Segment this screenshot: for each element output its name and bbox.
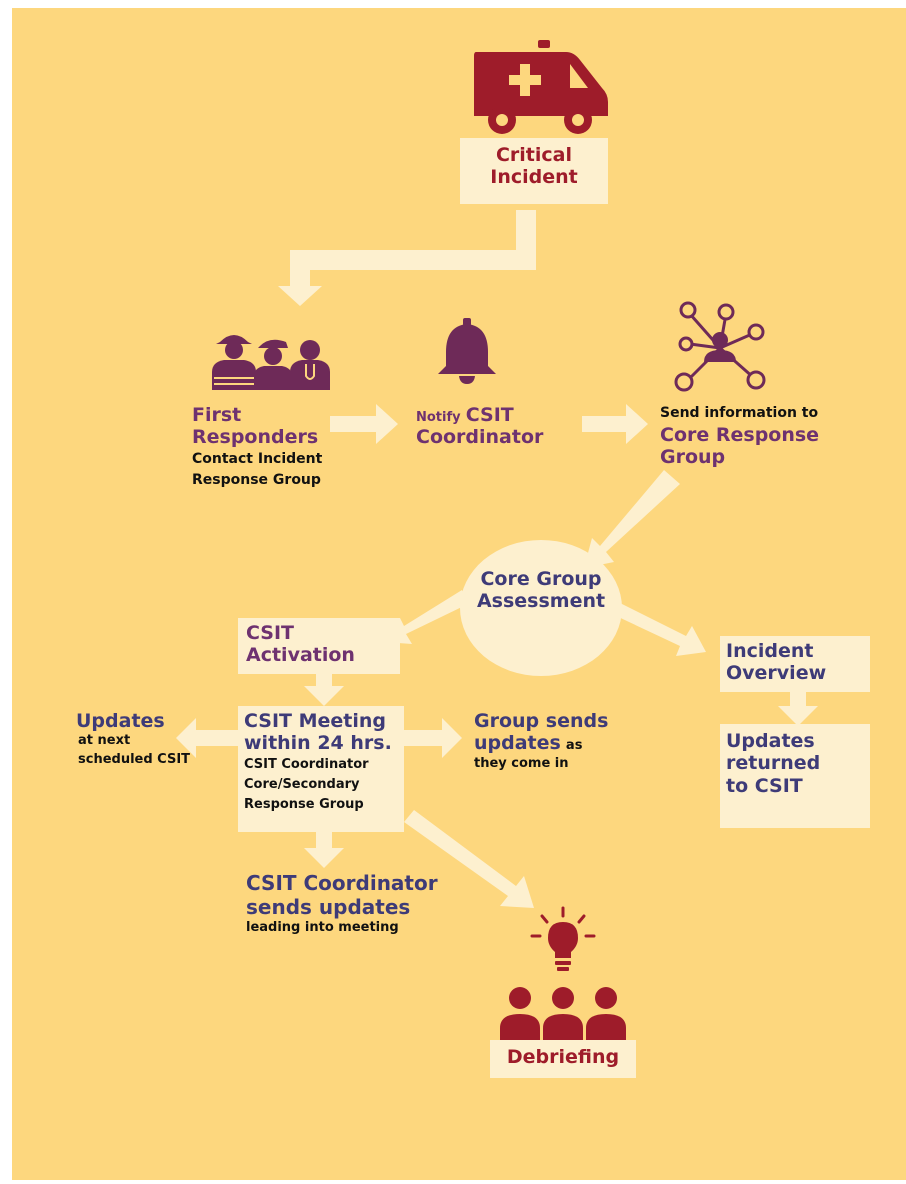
notify-node: Notify CSIT Coordinator <box>416 404 586 449</box>
assessment-circle: Core Group Assessment <box>460 540 622 676</box>
notify-title2: Coordinator <box>416 426 544 449</box>
meeting-sub1: CSIT Coordinator <box>244 756 369 772</box>
returned-line3: to CSIT <box>726 774 803 797</box>
csit-meeting-box: CSIT Meeting within 24 hrs. CSIT Coordin… <box>238 706 404 832</box>
critical-incident-line2: Incident <box>490 166 578 189</box>
meeting-title1: CSIT Meeting <box>244 710 387 732</box>
group-sends-sub1: as <box>565 738 583 754</box>
arrow-meeting-to-updates-next <box>176 718 238 758</box>
first-responders-sub1: Contact Incident <box>192 450 323 467</box>
first-responders-title1: First <box>192 404 242 426</box>
send-info-title1: Core Response <box>660 423 820 446</box>
arrow-overview-to-returned <box>778 692 818 726</box>
lightbulb-icon <box>530 906 596 971</box>
meeting-title2: within 24 hrs. <box>244 732 392 755</box>
arrow-responders-to-notify <box>330 404 398 444</box>
first-responders-title2: Responders <box>192 426 319 449</box>
arrow-incident-to-responders <box>278 210 536 306</box>
activation-line1: CSIT <box>246 622 295 644</box>
arrow-meeting-to-debriefing <box>404 810 534 908</box>
group-sends-node: Group sends updates as they come in <box>474 710 654 774</box>
send-info-title2: Group <box>660 446 726 468</box>
arrow-meeting-to-coordinator <box>304 832 344 868</box>
bell-icon <box>438 318 496 384</box>
meeting-sub2: Core/Secondary <box>244 776 360 792</box>
network-person-icon <box>674 301 766 392</box>
first-responders-icon <box>212 335 330 390</box>
updates-returned-box: Updates returned to CSIT <box>720 724 870 828</box>
people-group-icon <box>500 987 626 1046</box>
arrow-assessment-to-overview <box>612 602 706 656</box>
debriefing-label: Debriefing <box>506 1046 620 1068</box>
arrow-send-to-assessment <box>584 470 680 568</box>
assessment-line1: Core Group <box>480 568 602 590</box>
coordinator-sends-node: CSIT Coordinator sends updates leading i… <box>246 871 466 938</box>
updates-next-sub2: scheduled CSIT <box>78 752 191 768</box>
debriefing-box: Debriefing <box>490 1040 636 1078</box>
send-info-node: Send information to Core Response Group <box>660 404 860 468</box>
arrow-notify-to-send <box>582 404 648 444</box>
first-responders-sub2: Response Group <box>192 471 321 488</box>
notify-title1: CSIT <box>465 404 514 426</box>
arrow-activation-to-meeting <box>304 672 344 706</box>
updates-next-node: Updates at next scheduled CSIT <box>76 710 216 770</box>
csit-activation-box: CSIT Activation <box>238 618 400 674</box>
arrow-meeting-to-group-sends <box>404 718 462 758</box>
group-sends-title1: Group sends <box>474 710 609 732</box>
group-sends-sub2: they come in <box>474 755 569 771</box>
critical-incident-box: Critical Incident <box>460 138 608 204</box>
updates-next-title: Updates <box>76 710 165 732</box>
coordinator-sends-title2: sends updates <box>246 894 411 919</box>
first-responders-node: First Responders Contact Incident Respon… <box>192 404 362 491</box>
send-info-sub: Send information to <box>660 405 819 421</box>
ambulance-icon <box>474 40 608 134</box>
updates-next-sub1: at next <box>78 733 131 749</box>
assessment-line2: Assessment <box>476 590 606 613</box>
notify-prefix: Notify <box>416 410 461 425</box>
overview-line2: Overview <box>726 662 827 685</box>
meeting-sub3: Response Group <box>244 797 364 813</box>
arrow-assessment-to-activation <box>384 590 468 644</box>
critical-incident-line1: Critical <box>495 144 573 166</box>
incident-overview-box: Incident Overview <box>720 636 870 692</box>
overview-line1: Incident <box>726 640 814 662</box>
coordinator-sends-sub: leading into meeting <box>246 920 399 936</box>
activation-line2: Activation <box>246 644 355 667</box>
coordinator-sends-title1: CSIT Coordinator <box>246 871 438 895</box>
group-sends-title2: updates <box>474 732 561 755</box>
returned-line2: returned <box>726 752 821 775</box>
returned-line1: Updates <box>726 730 815 752</box>
